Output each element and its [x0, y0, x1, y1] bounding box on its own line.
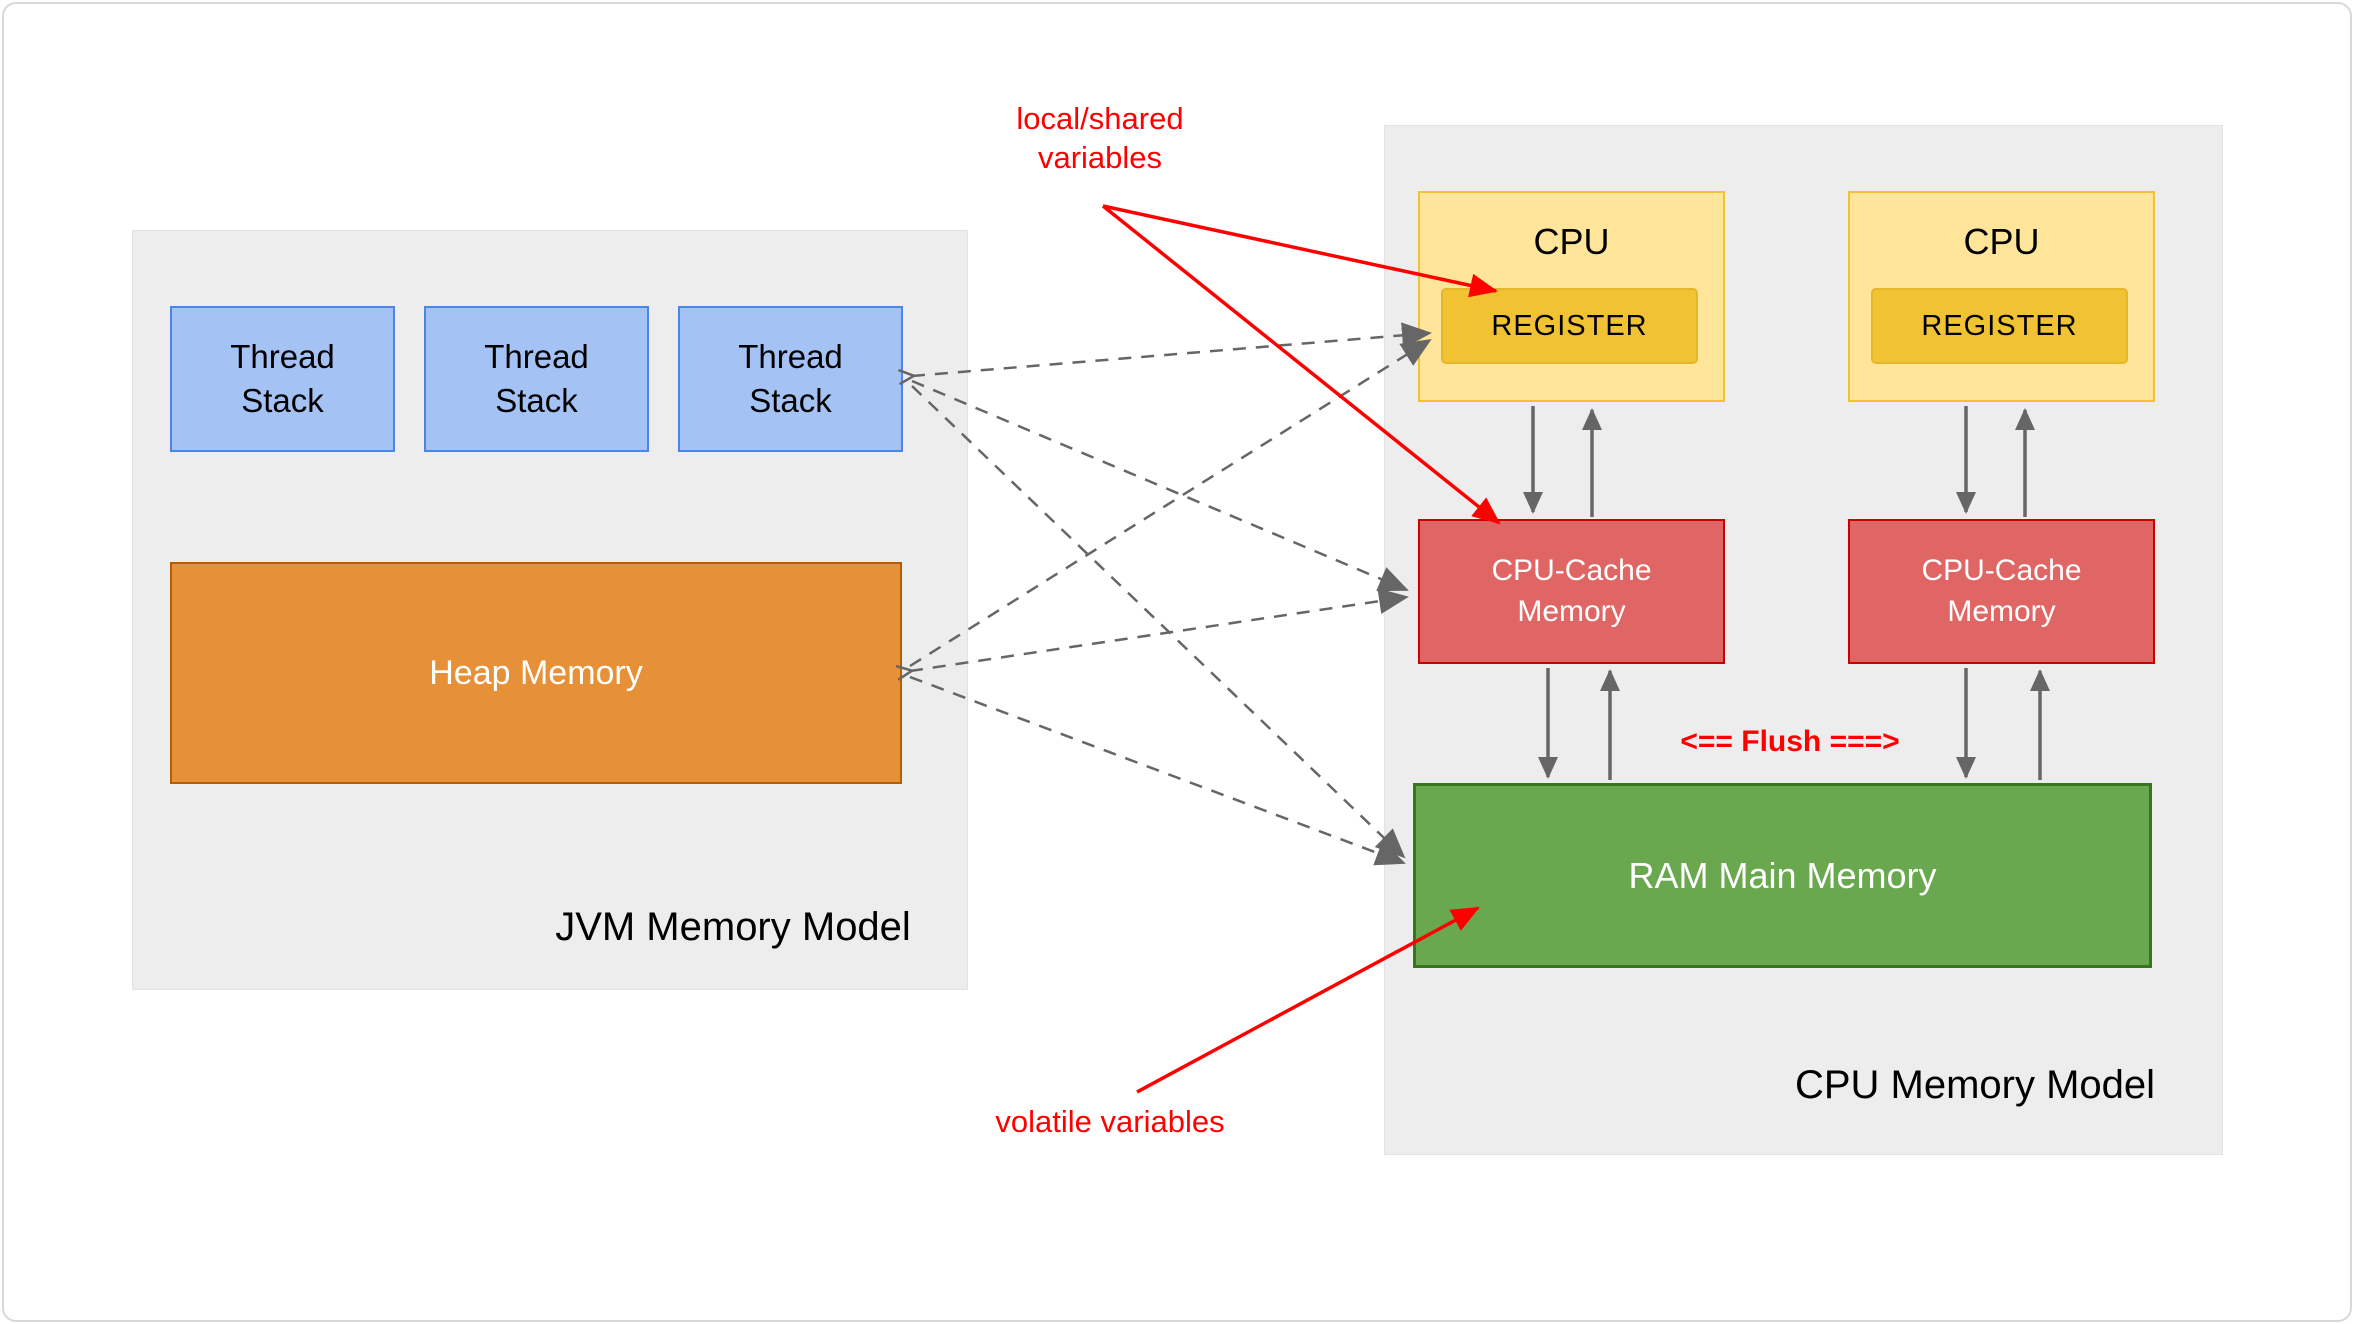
thread-stack-label: Thread Stack: [738, 338, 843, 419]
register-label: REGISTER: [1921, 309, 2078, 342]
thread-stack-label: Thread Stack: [484, 338, 589, 419]
dashed-arrow-heap-to-cache: [910, 597, 1407, 671]
cpu-box-2: CPU REGISTER: [1848, 191, 2155, 402]
volatile-variables-annotation: volatile variables: [995, 1104, 1225, 1139]
ram-main-memory-label: RAM Main Memory: [1628, 854, 1937, 896]
dashed-arrow-heap-to-register: [909, 338, 1432, 668]
thread-stack-label: Thread Stack: [230, 338, 335, 419]
thread-stack-box-2: Thread Stack: [424, 306, 649, 452]
cpu-label: CPU: [1963, 221, 2040, 262]
dashed-arrow-thread-to-ram: [911, 385, 1406, 859]
register-box-2: REGISTER: [1871, 288, 2128, 364]
cpu-label: CPU: [1533, 221, 1610, 262]
dashed-arrow-heap-to-ram: [909, 675, 1406, 866]
flush-annotation: <== Flush ===>: [1680, 725, 1900, 758]
dashed-arrow-thread-to-cache: [911, 379, 1409, 592]
cpu-cache-label: CPU-Cache Memory: [1921, 554, 2082, 628]
local-shared-variables-annotation: local/shared variables: [1016, 101, 1184, 175]
thread-stack-box-1: Thread Stack: [170, 306, 395, 452]
cpu-box-1: CPU REGISTER: [1418, 191, 1725, 402]
jvm-section-title: JVM Memory Model: [555, 905, 911, 949]
cpu-cache-box-2: CPU-Cache Memory: [1848, 519, 2155, 664]
cpu-cache-label: CPU-Cache Memory: [1491, 554, 1652, 628]
ram-main-memory-box: RAM Main Memory: [1413, 783, 2152, 968]
cpu-section-title: CPU Memory Model: [1794, 1063, 2156, 1107]
thread-stack-box-3: Thread Stack: [678, 306, 903, 452]
heap-memory-box: Heap Memory: [170, 562, 902, 784]
register-label: REGISTER: [1491, 309, 1648, 342]
register-box-1: REGISTER: [1441, 288, 1698, 364]
cpu-cache-box-1: CPU-Cache Memory: [1418, 519, 1725, 664]
dashed-arrow-thread-to-register: [912, 333, 1430, 376]
heap-memory-label: Heap Memory: [429, 653, 643, 692]
